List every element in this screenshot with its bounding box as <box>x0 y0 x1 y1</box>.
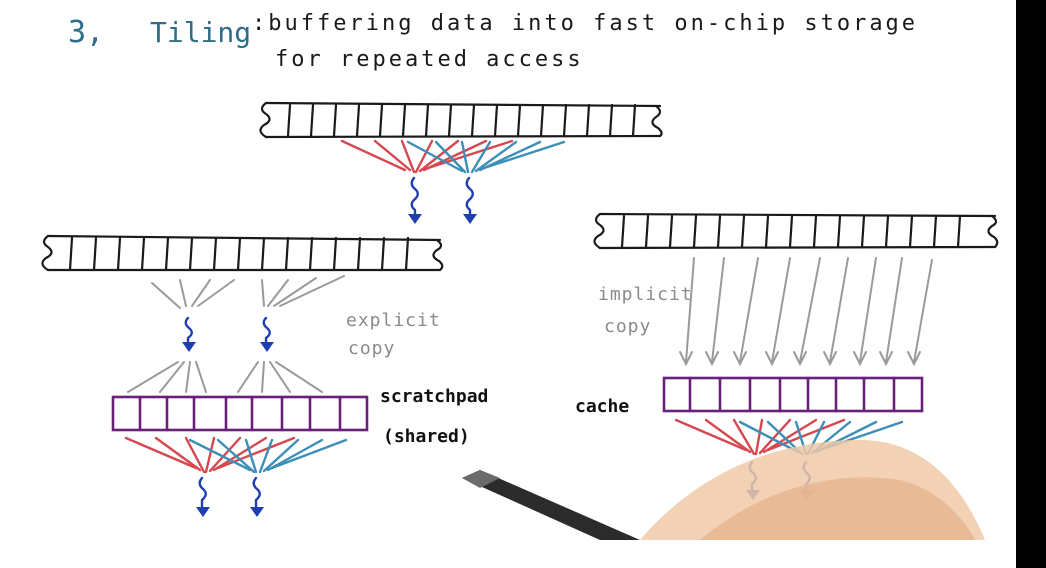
red-access-lines-top <box>340 139 514 174</box>
heading-description-line2: for repeated access <box>275 47 584 72</box>
global-memory-cell-dividers <box>286 103 637 138</box>
blue-access-lines-top <box>406 140 566 174</box>
global-memory-array-left <box>41 234 444 272</box>
explicit-copy-lines-upper <box>151 275 345 309</box>
thread-arrow-top-right <box>463 176 477 224</box>
explicit-copy-label-line1: explicit <box>346 310 441 331</box>
red-access-lines-scratchpad <box>124 436 296 474</box>
thread-arrow-explicit-left <box>182 316 196 352</box>
implicit-copy-arrows <box>679 257 933 367</box>
scratchpad-buffer <box>111 395 369 432</box>
explicit-copy-lines-lower <box>127 361 323 393</box>
thread-arrow-scratchpad-right <box>250 476 264 517</box>
bottom-letterbox <box>0 540 1046 568</box>
explicit-copy-label-line2: copy <box>348 338 395 359</box>
heading-description-line1: :buffering data into fast on-chip storag… <box>252 11 918 36</box>
presenter-hand-with-stylus <box>462 440 985 540</box>
implicit-copy-label-line1: implicit <box>598 284 693 305</box>
global-memory-array-right <box>593 212 999 250</box>
heading-number: 3, <box>68 15 104 50</box>
thread-arrow-explicit-right <box>260 316 274 352</box>
thread-arrow-top-left <box>408 176 422 224</box>
global-memory-array-top <box>259 101 663 139</box>
right-letterbox <box>1016 0 1046 568</box>
blue-access-lines-scratchpad <box>188 438 348 474</box>
heading-title: Tiling <box>150 16 251 49</box>
scratchpad-label-line1: scratchpad <box>380 386 488 407</box>
scratchpad-label-line2: (shared) <box>383 426 470 447</box>
cache-buffer <box>662 376 924 413</box>
implicit-copy-label-line2: copy <box>604 316 651 337</box>
thread-arrow-scratchpad-left <box>196 476 210 517</box>
red-access-lines-cache <box>674 418 846 456</box>
cache-label: cache <box>575 396 629 417</box>
